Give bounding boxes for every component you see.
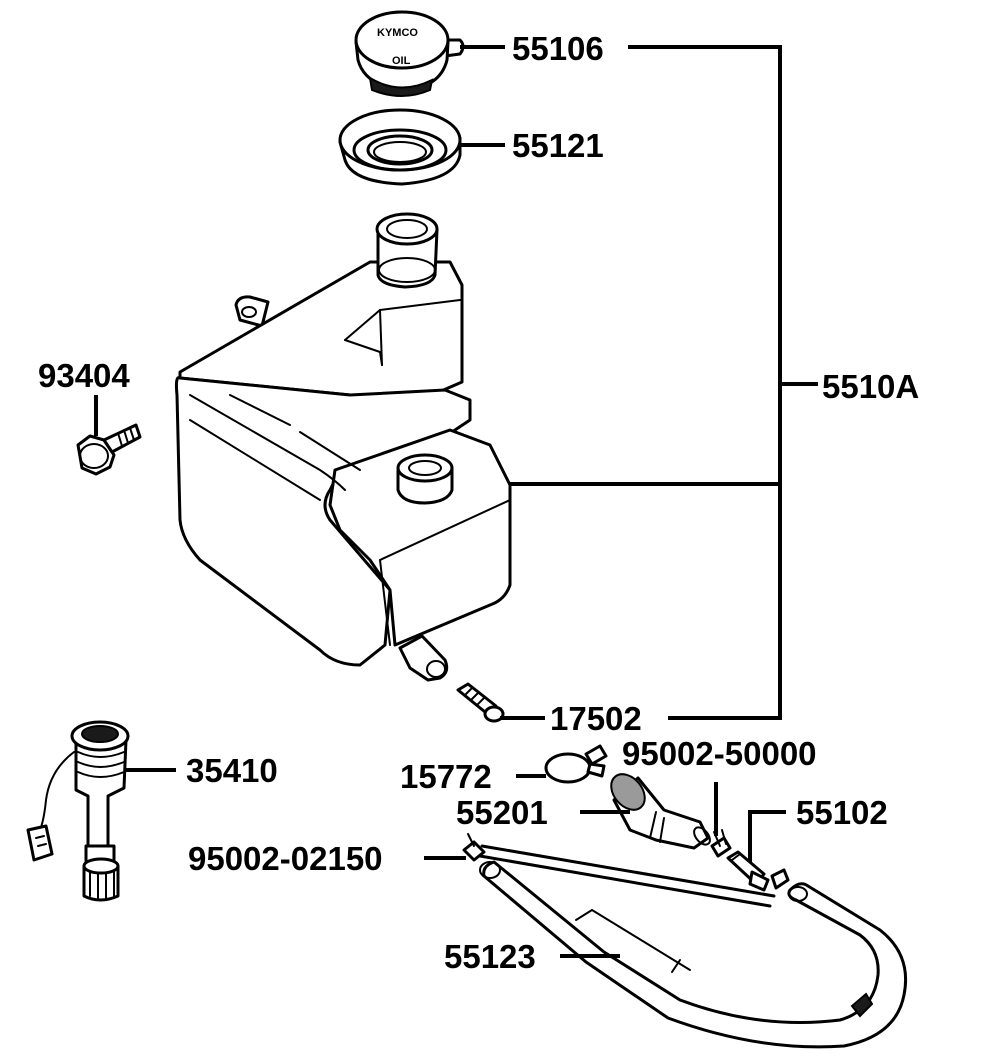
oil-hose [478,844,908,1049]
label-55121: 55121 [512,127,604,164]
label-35410: 35410 [186,752,278,789]
label-17502: 17502 [550,700,642,737]
label-55123: 55123 [444,938,536,975]
leader-lines [94,45,818,958]
oil-cap: KYMCO OIL [354,10,465,97]
label-5510a: 5510A [822,368,919,405]
label-55102: 55102 [796,794,888,831]
label-15772: 15772 [400,758,492,795]
gasket-ring [338,108,462,186]
bolt [76,423,142,476]
label-93404: 93404 [38,357,130,394]
label-55201: 55201 [456,794,548,831]
label-55106: 55106 [512,30,604,67]
label-95002-50000: 95002-50000 [622,735,817,772]
cap-oil-text: OIL [392,55,411,67]
label-95002-02150: 95002-02150 [188,840,383,877]
check-valve [726,850,790,892]
hose-clamp [544,744,608,784]
fitting [456,682,505,723]
oil-tank [174,212,512,682]
oil-level-sensor [26,720,130,902]
cap-brand-text: KYMCO [377,27,418,39]
fuel-filter [610,773,711,850]
